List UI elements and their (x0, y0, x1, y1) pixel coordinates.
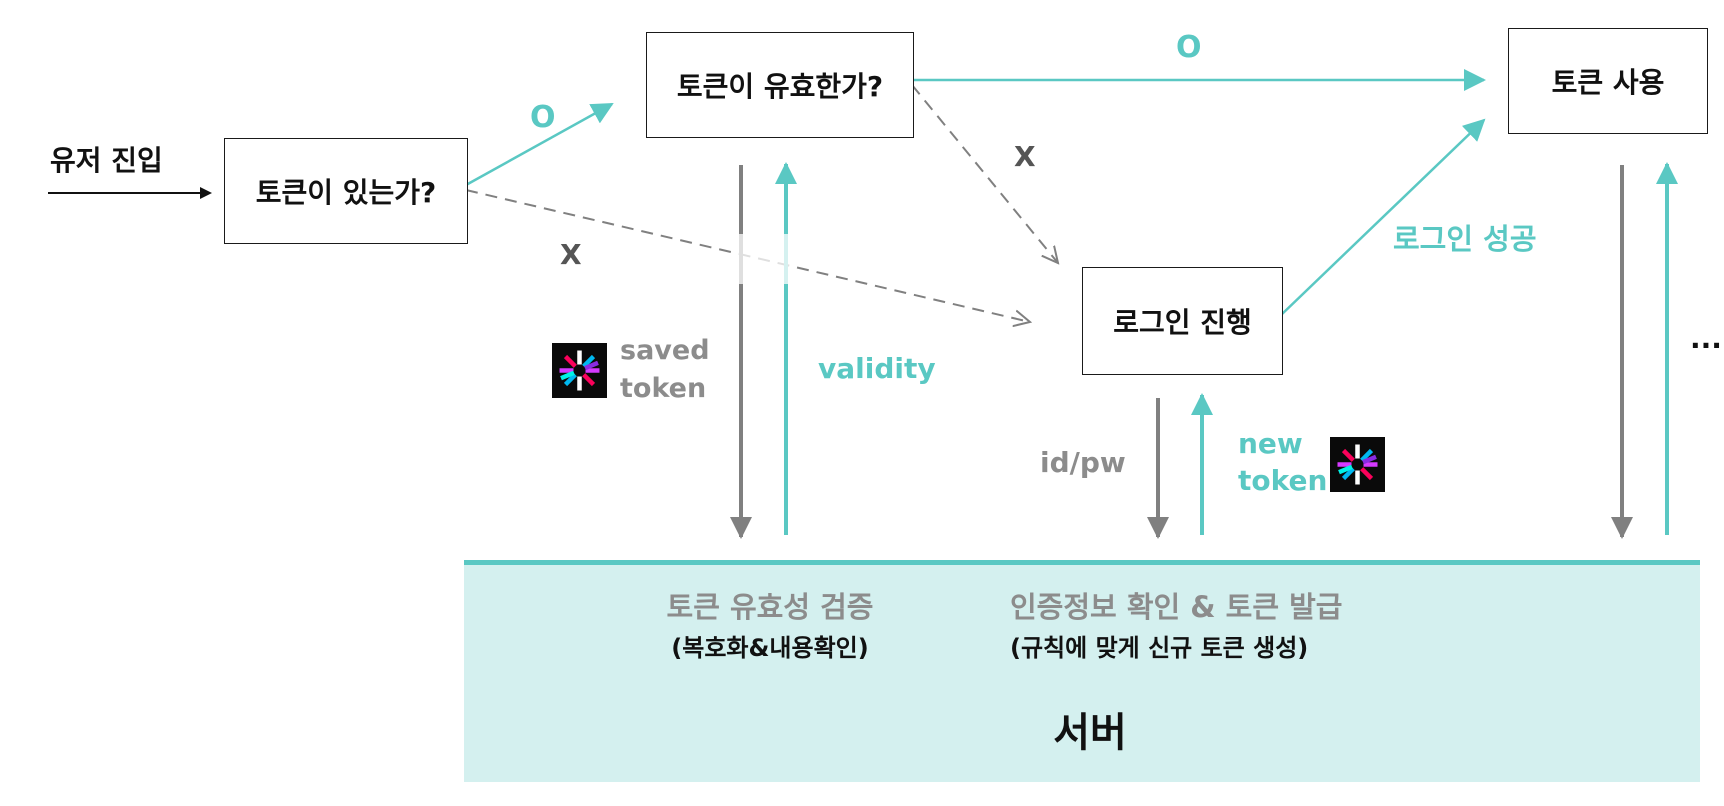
server-block (464, 560, 1700, 782)
yes-arrow-has-token (465, 102, 614, 187)
jwt-logo-icon (1330, 437, 1385, 492)
validity-label: validity (818, 352, 936, 385)
server-issue-subtitle: (규칙에 맞게 신규 토큰 생성) (1010, 634, 1309, 662)
user-entry-label: 유저 진입 (50, 144, 163, 177)
yes-label-valid: O (1176, 30, 1202, 65)
server-validate-subtitle: (복호화&내용확인) (671, 634, 869, 662)
server-validate-title: 토큰 유효성 검증 (666, 590, 874, 624)
server-name: 서버 (1053, 710, 1127, 756)
new-token-line2: token (1238, 464, 1328, 497)
saved-token-line2: token (620, 373, 707, 404)
idpw-label: id/pw (1040, 446, 1126, 479)
no-label-has-token: X (560, 238, 582, 271)
node-login: 로그인 진행 (1082, 267, 1283, 375)
node-use-token: 토큰 사용 (1508, 28, 1708, 134)
no-label-valid: X (1014, 140, 1036, 173)
login-success-arrow (1279, 118, 1486, 317)
node-has-token: 토큰이 있는가? (224, 138, 468, 244)
node-token-valid: 토큰이 유효한가? (646, 32, 914, 138)
ellipsis-label: ... (1690, 322, 1722, 355)
login-success-label: 로그인 성공 (1393, 222, 1537, 256)
saved-token-label: saved token (620, 332, 710, 408)
jwt-logo-icon (552, 343, 607, 398)
saved-token-line1: saved (620, 335, 710, 366)
new-token-label: new token (1238, 425, 1327, 499)
server-issue-title: 인증정보 확인 & 토큰 발급 (1010, 590, 1343, 624)
yes-label-has-token: O (530, 100, 556, 135)
no-arrow-valid (911, 84, 1058, 263)
new-token-line1: new (1238, 427, 1303, 460)
